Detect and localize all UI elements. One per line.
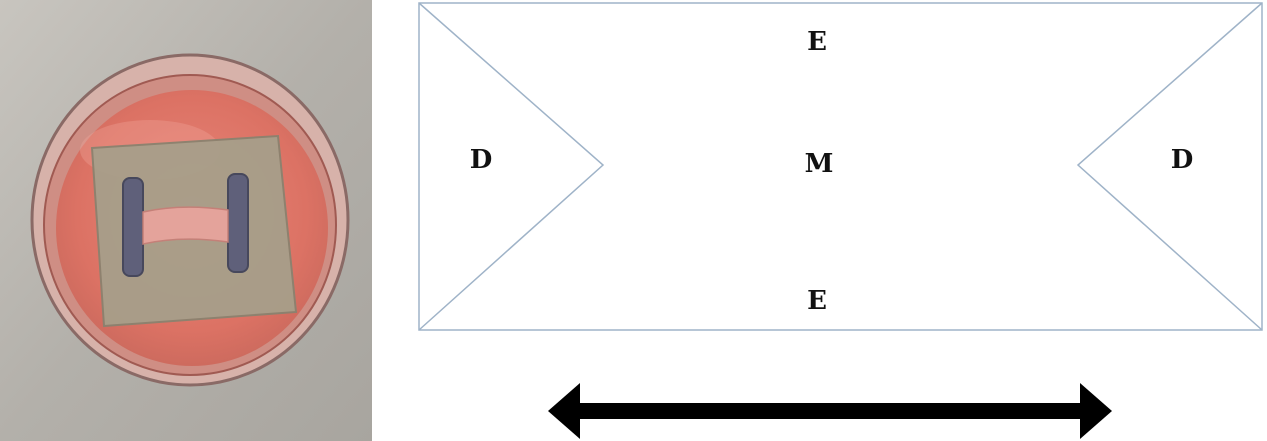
left-electrode [122, 177, 144, 277]
label-top-e: E [807, 27, 827, 57]
left-wedge-lines [418, 2, 605, 331]
diagram-outline [418, 2, 1263, 331]
right-electrode [227, 173, 249, 273]
right-wedge-lines [1076, 2, 1263, 331]
double-headed-arrow [548, 383, 1112, 439]
label-center-m: M [805, 149, 834, 179]
tissue-bridge [142, 206, 229, 245]
label-bottom-e: E [807, 286, 827, 316]
label-left-d: D [470, 145, 493, 175]
label-right-d: D [1171, 145, 1194, 175]
region-diagram: E M E D D [418, 2, 1263, 439]
culture-dish-photo [0, 0, 372, 441]
